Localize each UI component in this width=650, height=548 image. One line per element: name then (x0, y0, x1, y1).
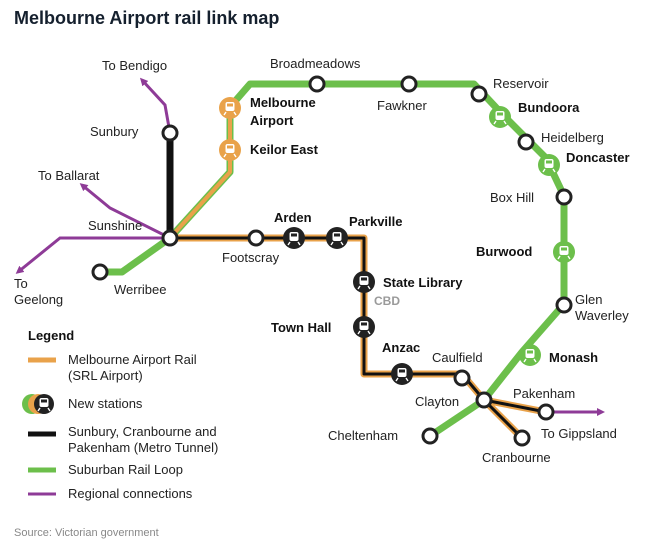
train-icon (357, 276, 371, 290)
train-icon (542, 159, 556, 173)
label-burwood: Burwood (476, 244, 532, 259)
legend-airport-2: (SRL Airport) (68, 368, 143, 383)
label-heidelberg: Heidelberg (541, 130, 604, 145)
station-labels: To Bendigo Sunbury To Ballarat Sunshine … (14, 56, 630, 465)
legend-title: Legend (28, 328, 74, 343)
train-icon (223, 144, 237, 158)
legend-metro-1: Sunbury, Cranbourne and (68, 424, 217, 439)
label-fawkner: Fawkner (377, 98, 428, 113)
regional-lines (15, 77, 605, 416)
line-to-geelong (15, 236, 170, 274)
label-box-hill: Box Hill (490, 190, 534, 205)
station-cheltenham (421, 427, 439, 445)
label-town-hall: Town Hall (271, 320, 331, 335)
label-pakenham: Pakenham (513, 386, 575, 401)
station-monash (519, 344, 541, 366)
label-parkville: Parkville (349, 214, 403, 229)
station-caulfield (453, 369, 471, 387)
station-broadmeadows (308, 75, 326, 93)
station-fawkner (400, 75, 418, 93)
label-caulfield: Caulfield (432, 350, 483, 365)
train-icon (223, 102, 237, 116)
label-melbourne-airport-1: Melbourne (250, 95, 316, 110)
station-glen-waverley (555, 296, 573, 314)
label-to-ballarat: To Ballarat (38, 168, 100, 183)
map-title: Melbourne Airport rail link map (14, 8, 280, 28)
station-cranbourne (513, 429, 531, 447)
station-bundoora (489, 106, 511, 128)
station-burwood (553, 241, 575, 263)
train-icon (330, 232, 344, 246)
train-icon (395, 368, 409, 382)
label-glen-waverley-2: Waverley (575, 308, 629, 323)
station-werribee (91, 263, 109, 281)
new-stations (219, 97, 575, 385)
train-icon (523, 349, 537, 363)
label-anzac: Anzac (382, 340, 420, 355)
label-to-gippsland: To Gippsland (541, 426, 617, 441)
source-note: Source: Victorian government (14, 527, 159, 539)
train-icon (287, 232, 301, 246)
train-icon (37, 398, 51, 412)
station-town-hall (353, 316, 375, 338)
station-state-library (353, 271, 375, 293)
station-parkville (326, 227, 348, 249)
station-arden (283, 227, 305, 249)
label-sunshine: Sunshine (88, 218, 142, 233)
label-doncaster: Doncaster (566, 150, 630, 165)
station-footscray (247, 229, 265, 247)
existing-stations (91, 75, 573, 447)
station-sunshine (161, 229, 179, 247)
legend: Legend Melbourne Airport Rail (SRL Airpo… (22, 328, 218, 501)
station-pakenham (537, 403, 555, 421)
label-reservoir: Reservoir (493, 76, 549, 91)
train-icon (493, 111, 507, 125)
station-box-hill (555, 188, 573, 206)
line-to-ballarat (79, 183, 171, 240)
label-glen-waverley-1: Glen (575, 292, 602, 307)
station-keilor-east (219, 139, 241, 161)
legend-swatch-new-stations (22, 394, 54, 414)
label-sunbury: Sunbury (90, 124, 139, 139)
label-to-geelong-1: To (14, 276, 28, 291)
label-clayton: Clayton (415, 394, 459, 409)
label-cbd: CBD (374, 294, 400, 308)
label-melbourne-airport-2: Airport (250, 113, 294, 128)
legend-srl: Suburban Rail Loop (68, 462, 183, 477)
label-state-library: State Library (383, 275, 463, 290)
station-anzac (391, 363, 413, 385)
train-icon (557, 246, 571, 260)
line-to-bendigo (139, 77, 172, 134)
legend-new-stations: New stations (68, 396, 143, 411)
label-cheltenham: Cheltenham (328, 428, 398, 443)
label-to-bendigo: To Bendigo (102, 58, 167, 73)
legend-regional: Regional connections (68, 486, 193, 501)
train-icon (357, 321, 371, 335)
station-melbourne-airport (219, 97, 241, 119)
label-arden: Arden (274, 210, 312, 225)
legend-airport-1: Melbourne Airport Rail (68, 352, 197, 367)
station-sunbury (161, 124, 179, 142)
label-keilor-east: Keilor East (250, 142, 319, 157)
station-doncaster (538, 154, 560, 176)
label-werribee: Werribee (114, 282, 167, 297)
station-heidelberg (517, 133, 535, 151)
label-to-geelong-2: Geelong (14, 292, 63, 307)
legend-metro-2: Pakenham (Metro Tunnel) (68, 440, 218, 455)
label-broadmeadows: Broadmeadows (270, 56, 361, 71)
label-cranbourne: Cranbourne (482, 450, 551, 465)
label-bundoora: Bundoora (518, 100, 580, 115)
label-monash: Monash (549, 350, 598, 365)
label-footscray: Footscray (222, 250, 280, 265)
station-reservoir (470, 85, 488, 103)
station-clayton (475, 391, 493, 409)
